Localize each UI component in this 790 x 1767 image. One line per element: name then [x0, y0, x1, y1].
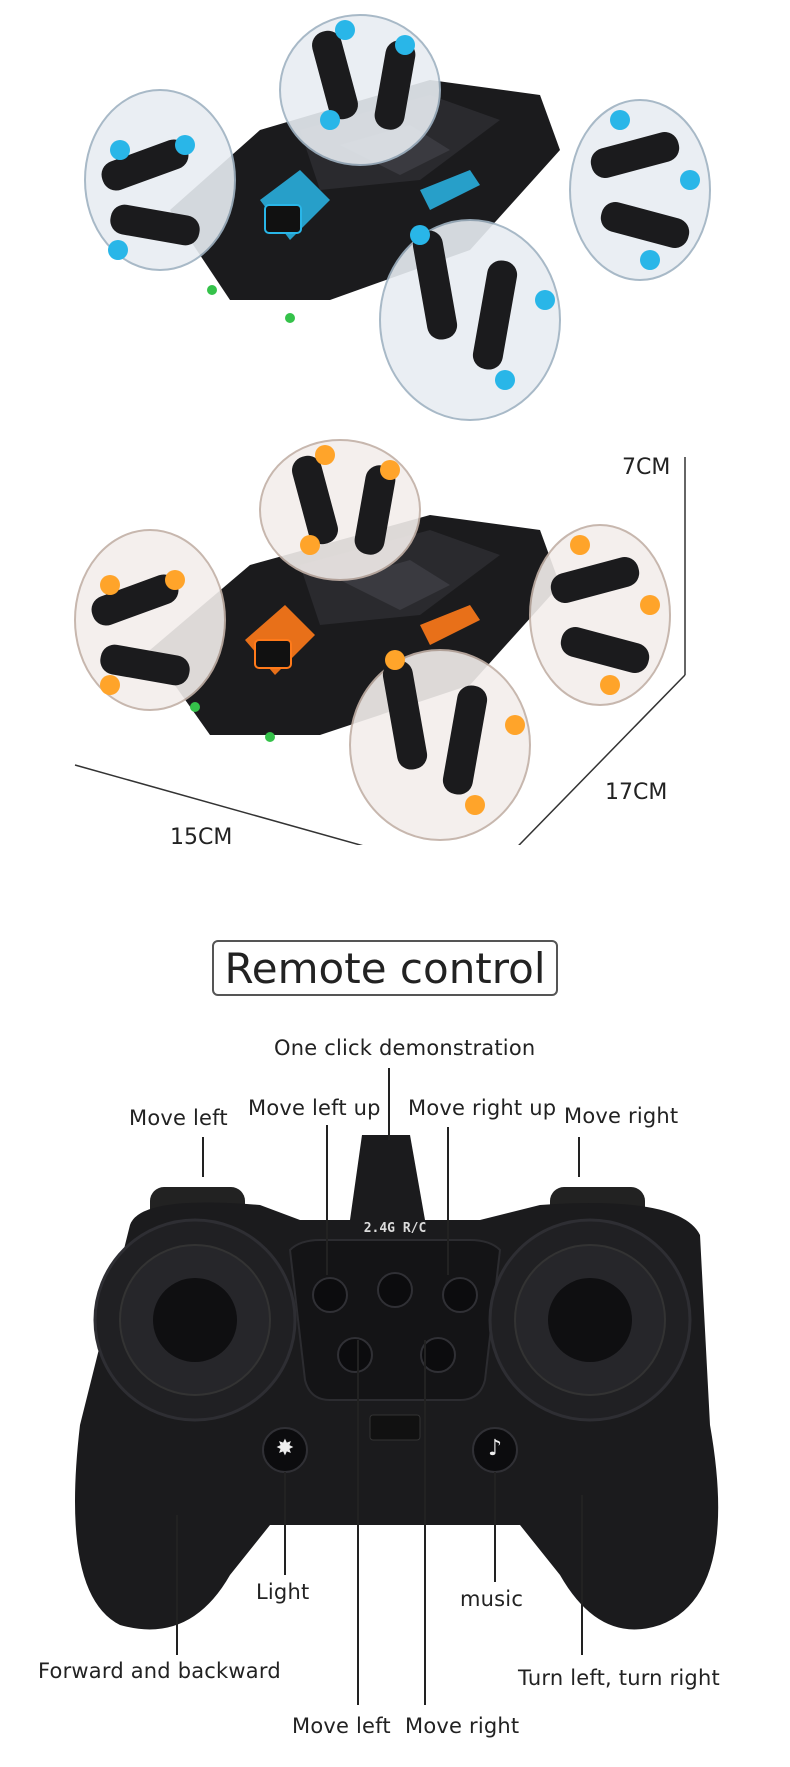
- label-move-left-bottom: Move left: [292, 1714, 391, 1738]
- leader-line: [581, 1495, 583, 1655]
- light-bulb-icon: ✸: [275, 1436, 295, 1461]
- controller-brand-text: 2.4G R/C: [364, 1221, 427, 1236]
- label-one-click-demonstration: One click demonstration: [274, 1036, 536, 1060]
- leader-line: [202, 1137, 204, 1177]
- remote-control-title-text: Remote control: [224, 943, 546, 993]
- label-move-right-bottom: Move right: [405, 1714, 520, 1738]
- leader-line: [326, 1125, 328, 1275]
- leader-line: [388, 1068, 390, 1140]
- label-music: music: [460, 1587, 524, 1611]
- remote-control-title: Remote control: [212, 940, 558, 996]
- leader-line: [578, 1137, 580, 1177]
- label-move-left-top: Move left: [129, 1106, 228, 1130]
- width-dimension-label: 15CM: [170, 825, 233, 850]
- stunt-car-orange-image: [74, 439, 686, 845]
- leader-line: [447, 1127, 449, 1275]
- label-move-left-up: Move left up: [248, 1096, 381, 1120]
- remote-controller-image: 2.4G R/C: [75, 1135, 719, 1630]
- label-move-right-top: Move right: [564, 1104, 679, 1128]
- height-dimension-label: 7CM: [622, 455, 671, 480]
- music-note-icon: ♪: [487, 1436, 503, 1461]
- label-turn-left-right: Turn left, turn right: [518, 1666, 720, 1690]
- leader-line: [424, 1340, 426, 1705]
- leader-line: [176, 1515, 178, 1655]
- leader-line: [494, 1472, 496, 1582]
- label-move-right-up: Move right up: [408, 1096, 557, 1120]
- label-forward-backward: Forward and backward: [38, 1659, 281, 1683]
- leader-line: [357, 1340, 359, 1705]
- stunt-car-blue-image: [84, 14, 711, 421]
- label-light: Light: [256, 1580, 310, 1604]
- leader-line: [284, 1472, 286, 1575]
- depth-dimension-label: 17CM: [605, 780, 668, 805]
